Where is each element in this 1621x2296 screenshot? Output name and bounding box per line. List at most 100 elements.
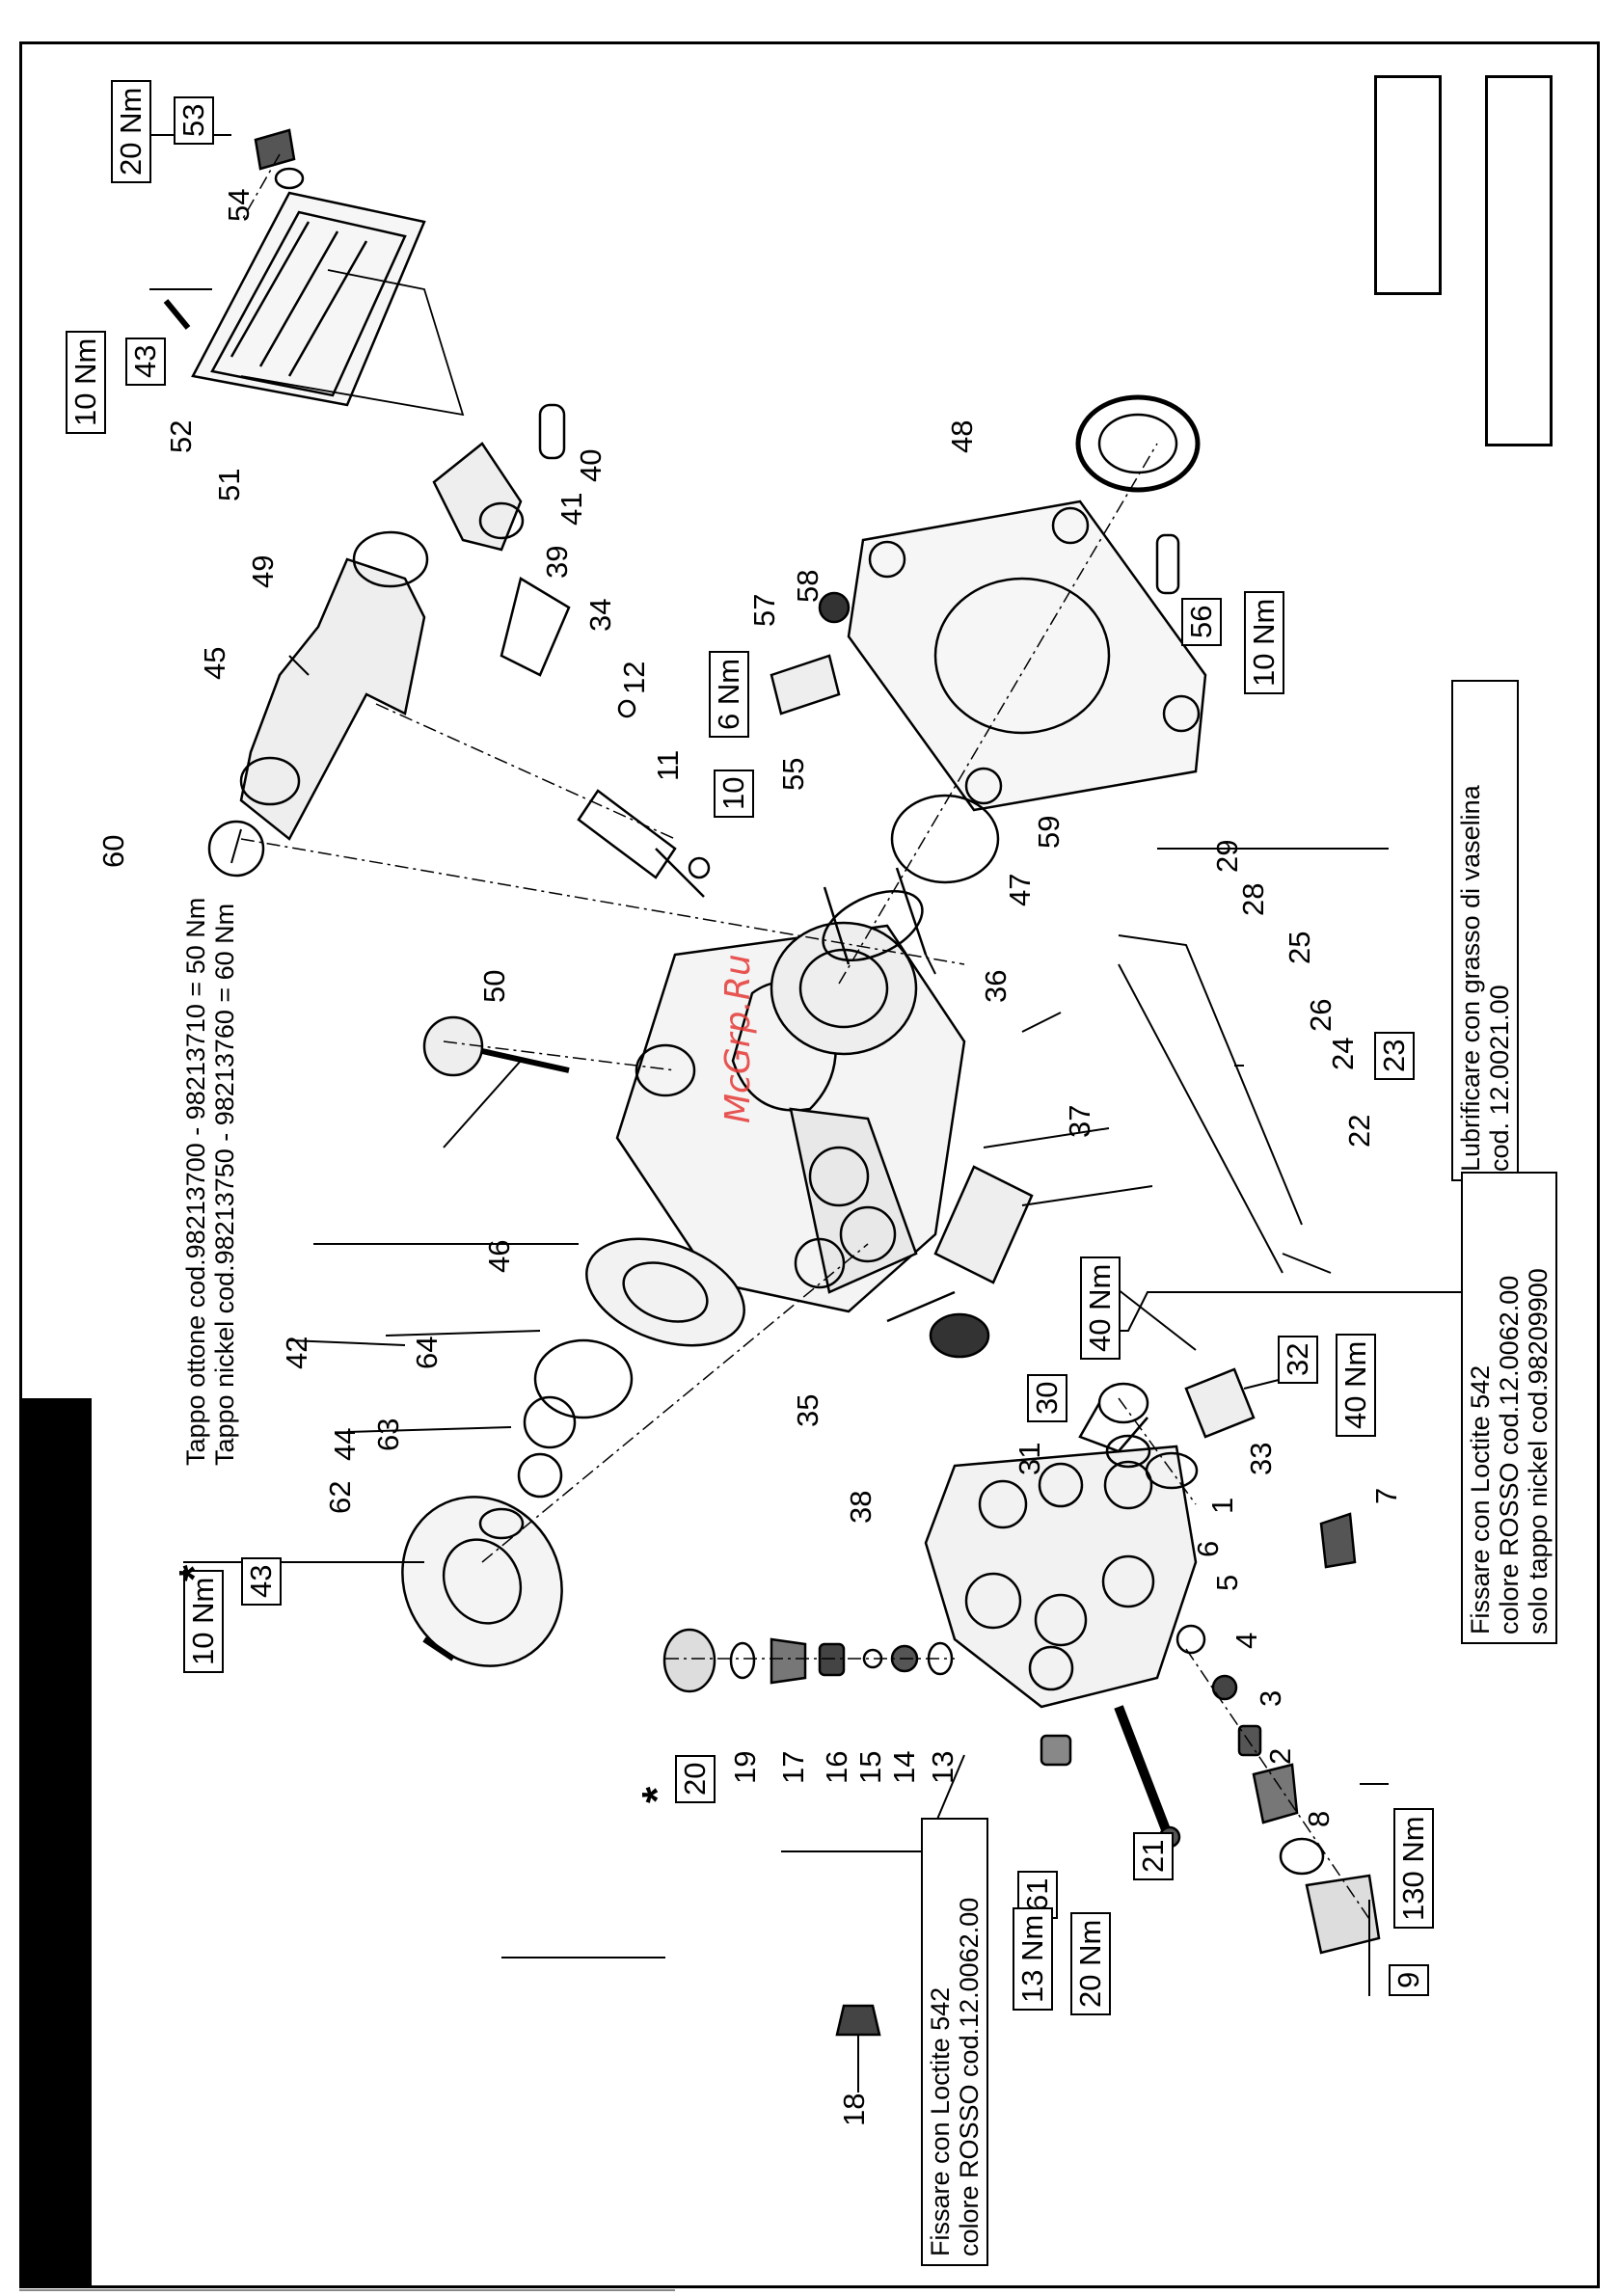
label-21: 21: [1133, 1831, 1174, 1880]
label-12: 12: [617, 661, 651, 694]
label-52: 52: [164, 419, 198, 453]
label-23: 23: [1374, 1031, 1415, 1080]
needle-bearing: [822, 867, 928, 965]
label-29: 29: [1210, 839, 1244, 873]
o-ring-47: [890, 794, 1000, 884]
label-58: 58: [791, 569, 824, 603]
title-block-box-right: [1485, 75, 1553, 446]
pump-head: [924, 1445, 1198, 1709]
torque-9: 130 Nm: [1393, 1808, 1434, 1929]
label-1: 1: [1205, 1497, 1239, 1514]
note-tappo-line-2: Tappo nickel cod.98213750 - 98213760 = 6…: [210, 903, 239, 1466]
ball-bearing: [585, 1237, 745, 1347]
label-15: 15: [853, 1750, 887, 1784]
label-2: 2: [1263, 1747, 1297, 1765]
label-56: 56: [1181, 597, 1222, 646]
asterisk-note-marker: *: [171, 1564, 218, 1581]
label-51: 51: [212, 468, 246, 501]
label-17: 17: [776, 1750, 810, 1784]
note-fissare-61-line-2: colore ROSSO cod.12.0062.00: [955, 1897, 984, 2256]
torque-43-top: 10 Nm: [66, 330, 106, 434]
label-31: 31: [1013, 1442, 1046, 1475]
torque-32: 40 Nm: [1336, 1333, 1376, 1437]
torque-53: 20 Nm: [111, 79, 151, 183]
label-33: 33: [1244, 1442, 1278, 1475]
label-43-bottom: 43: [241, 1556, 282, 1606]
page-frame: [19, 41, 1600, 2288]
label-60: 60: [96, 834, 130, 868]
note-fissare-30-line-1: Fissare con Loctite 542: [1466, 1364, 1495, 1634]
note-fissare-30-line-3: solo tappo nickel cod.98209900: [1524, 1268, 1553, 1634]
torque-61: 13 Nm: [1013, 1906, 1053, 2011]
note-tappo: Tappo ottone cod.98213700 - 98213710 = 5…: [181, 898, 239, 1466]
label-44: 44: [328, 1427, 362, 1461]
label-49: 49: [246, 554, 280, 588]
label-53: 53: [174, 95, 214, 145]
label-19: 19: [728, 1750, 762, 1784]
label-7: 7: [1369, 1487, 1403, 1504]
torque-43-bottom: 10 Nm: [183, 1569, 224, 1673]
label-34: 34: [583, 598, 617, 632]
label-24: 24: [1326, 1037, 1360, 1070]
note-tappo-line-1: Tappo ottone cod.98213700 - 98213710 = 5…: [181, 897, 210, 1466]
label-28: 28: [1236, 882, 1270, 916]
crankcase: [615, 921, 966, 1313]
oil-dipstick: [422, 1015, 570, 1077]
label-63: 63: [371, 1418, 405, 1451]
label-30: 30: [1027, 1373, 1067, 1422]
label-46: 46: [482, 1239, 516, 1273]
label-64: 64: [410, 1336, 444, 1369]
label-25: 25: [1283, 931, 1316, 964]
connecting-rod: [432, 403, 571, 677]
black-side-tab: [22, 1398, 92, 2285]
label-36: 36: [979, 969, 1013, 1003]
torque-10: 6 Nm: [709, 650, 749, 738]
note-lubrificare-line-1: Lubrificare con grasso di vaselina: [1456, 785, 1485, 1172]
seal-48: [1075, 394, 1201, 493]
label-20: 20: [675, 1754, 716, 1803]
o-ring-64: [533, 1338, 634, 1419]
label-26: 26: [1304, 998, 1337, 1032]
torque-21: 20 Nm: [1070, 1911, 1111, 2015]
watermark: McGrp.Ru: [718, 954, 758, 1123]
torque-30: 40 Nm: [1080, 1256, 1121, 1360]
bearing-cover: [847, 500, 1207, 812]
label-50: 50: [477, 969, 511, 1003]
rear-cover: [191, 191, 465, 417]
label-45: 45: [198, 646, 231, 680]
label-6: 6: [1191, 1540, 1225, 1557]
label-8: 8: [1302, 1810, 1336, 1827]
label-11: 11: [651, 749, 685, 781]
note-lubrificare: Lubrificare con grasso di vaselina cod. …: [1451, 680, 1519, 1181]
label-9: 9: [1389, 1963, 1429, 1996]
label-35: 35: [791, 1393, 824, 1427]
label-42: 42: [280, 1336, 313, 1369]
label-32: 32: [1278, 1335, 1318, 1384]
label-62: 62: [323, 1480, 357, 1514]
label-38: 38: [844, 1490, 878, 1524]
note-fissare-61: Fissare con Loctite 542 colore ROSSO cod…: [921, 1818, 988, 2266]
bottom-rule: [19, 2289, 675, 2291]
label-3: 3: [1254, 1689, 1287, 1707]
label-55: 55: [776, 757, 810, 791]
label-18: 18: [837, 2093, 871, 2126]
label-41: 41: [554, 492, 588, 526]
torque-56: 10 Nm: [1244, 590, 1284, 694]
label-14: 14: [887, 1750, 921, 1784]
note-fissare-30: Fissare con Loctite 542 colore ROSSO cod…: [1461, 1172, 1557, 1644]
note-fissare-30-line-2: colore ROSSO cod.12.0062.00: [1495, 1275, 1524, 1634]
label-16: 16: [820, 1750, 853, 1784]
label-39: 39: [540, 545, 574, 579]
label-48: 48: [945, 419, 979, 453]
label-40: 40: [574, 448, 608, 482]
label-47: 47: [1003, 873, 1037, 906]
note-fissare-61-line-1: Fissare con Loctite 542: [926, 1986, 955, 2256]
label-37: 37: [1063, 1104, 1096, 1138]
asterisk-plug-20-marker: *: [634, 1786, 681, 1803]
flange-42: [401, 1496, 563, 1667]
label-57: 57: [747, 593, 781, 627]
label-5: 5: [1210, 1574, 1244, 1591]
label-54: 54: [222, 188, 256, 222]
title-block-box-left: [1374, 75, 1442, 295]
